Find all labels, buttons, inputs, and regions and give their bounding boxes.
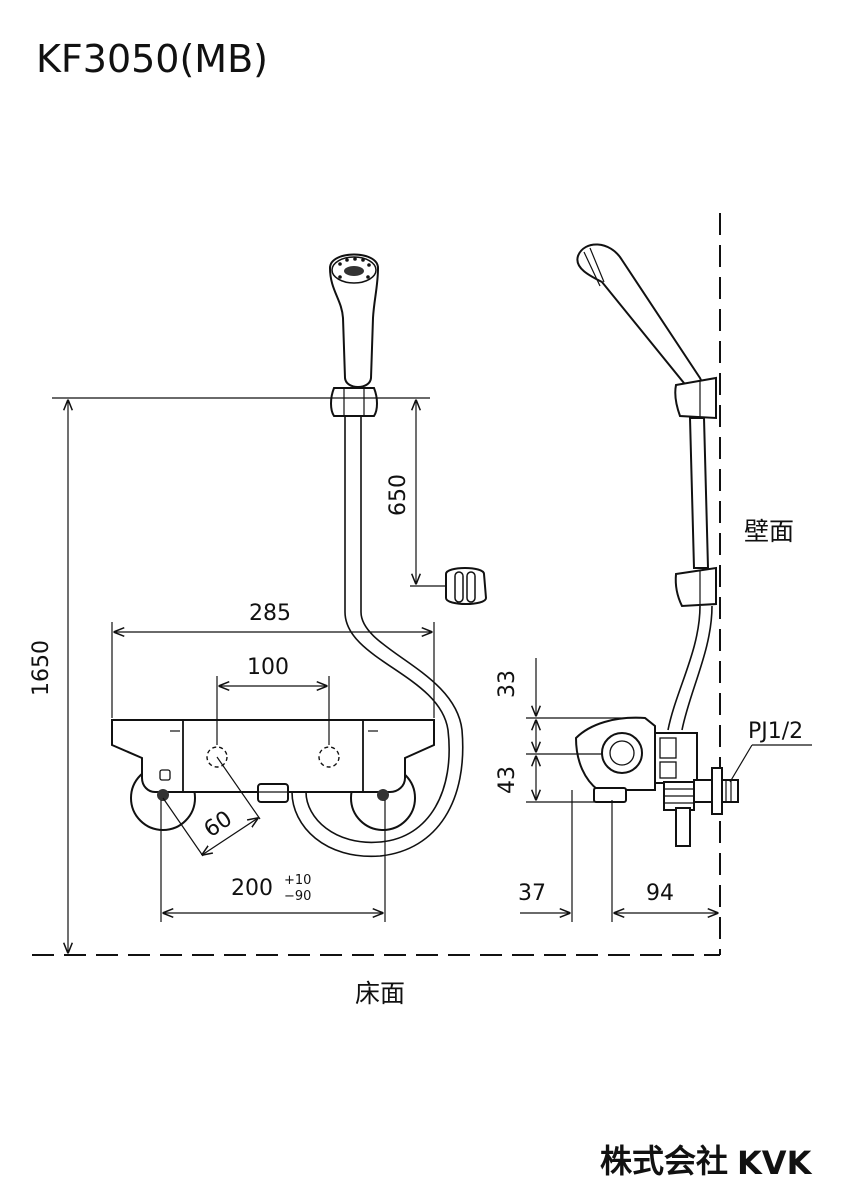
dim-side-top: 33 xyxy=(495,670,520,698)
front-hose xyxy=(305,412,450,844)
dim-side-mid: 43 xyxy=(495,766,520,794)
hose-holder-lower xyxy=(445,567,488,605)
dim-tolerance-plus: +10 xyxy=(284,873,311,888)
front-view: 1650 650 285 100 60 200 +10 −90 xyxy=(29,253,488,954)
dim-knob-spacing: 100 xyxy=(247,655,289,680)
shower-head-front xyxy=(328,253,380,388)
wall-label: 壁面 xyxy=(744,517,794,546)
dim-depth-a: 37 xyxy=(518,881,546,906)
floor-label: 床面 xyxy=(355,979,405,1008)
dim-angle-offset: 60 xyxy=(200,806,237,842)
company-name: 株式会社 xyxy=(600,1142,728,1180)
slide-bracket-upper xyxy=(674,376,717,420)
dim-depth-b: 94 xyxy=(646,881,674,906)
side-view: 33 43 37 94 PJ1/2 xyxy=(495,243,812,922)
hose-holder-upper xyxy=(330,387,378,417)
thread-label: PJ1/2 xyxy=(748,719,803,744)
faucet-body-front xyxy=(111,719,435,803)
faucet-body-side xyxy=(574,716,739,847)
side-hose xyxy=(681,605,713,731)
dim-pipe-spacing: 200 xyxy=(231,876,273,901)
model-title: KF3050(MB) xyxy=(36,37,268,81)
dim-holder-drop: 650 xyxy=(386,474,411,516)
kvk-logo: KVK xyxy=(737,1144,813,1182)
dim-body-width: 285 xyxy=(249,601,291,626)
dim-tolerance-minus: −90 xyxy=(284,889,311,904)
dim-height-total: 1650 xyxy=(29,640,54,696)
slide-bracket-lower xyxy=(674,566,717,608)
brand-logo: 株式会社 KVK xyxy=(600,1142,813,1182)
shower-head-side xyxy=(576,243,703,392)
slide-bar xyxy=(688,417,710,569)
